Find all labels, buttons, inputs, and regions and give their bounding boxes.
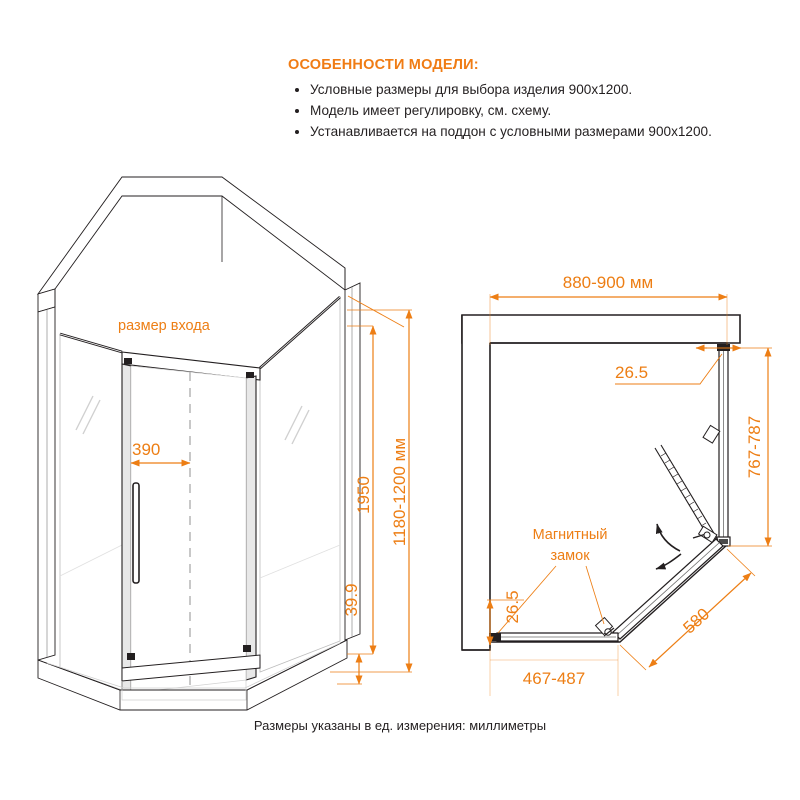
- plan-bottom-panel: [489, 632, 619, 642]
- dim-880-900-text: 880-900 мм: [563, 273, 654, 292]
- feature-item: Условные размеры для выбора изделия 900x…: [288, 80, 788, 100]
- dim-26-5-bottom-text: 26.5: [503, 590, 522, 623]
- left-glass-panel: [59, 332, 123, 691]
- magnetic-lock-fitting: [594, 616, 615, 637]
- dim-total-height: 1180-1200 мм: [330, 309, 413, 673]
- right-top-view: 880-900 мм 26.5 767-787: [461, 273, 772, 696]
- magnetic-lock-label: Магнитный замок: [497, 527, 608, 634]
- plan-swing-door: [654, 424, 721, 544]
- front-door-panel: [121, 351, 261, 694]
- dim-767-787: 767-787: [728, 347, 772, 547]
- right-wall-panel: [344, 282, 361, 641]
- magnetic-lock-label-line1: Магнитный: [533, 527, 608, 543]
- units-note: Размеры указаны в ед. измерения: миллиме…: [253, 718, 547, 733]
- dim-26-5-top: 26.5: [615, 344, 742, 385]
- magnetic-lock-label-line2: замок: [550, 548, 590, 564]
- dim-390: 390: [130, 440, 191, 467]
- dim-39-9-text: 39.9: [342, 583, 361, 616]
- feature-item: Модель имеет регулировку, см. схему.: [288, 101, 788, 121]
- feature-item: Устанавливается на поддон с условными ра…: [288, 122, 788, 142]
- leader-line-height: [347, 295, 405, 328]
- top-cap: [36, 176, 346, 313]
- dim-1950: 1950: [347, 325, 377, 655]
- door-handle-icon: [132, 482, 140, 584]
- roller-bottom: [127, 653, 135, 660]
- roller-bottom-right: [243, 645, 251, 652]
- plan-bottom-fitting: [489, 633, 501, 641]
- dim-39-9: 39.9: [337, 583, 363, 685]
- dim-467-487-text: 467-487: [523, 669, 585, 688]
- dim-26-5-top-text: 26.5: [615, 363, 648, 382]
- wall-bracket: [461, 314, 741, 651]
- roller-top: [124, 358, 132, 364]
- roller-top-right: [246, 372, 254, 378]
- plan-right-panel: [716, 344, 731, 547]
- entrance-size-label: размер входа: [118, 318, 211, 334]
- shower-tray: [37, 639, 348, 711]
- dim-467-487: 467-487: [489, 645, 619, 696]
- model-features-block: ОСОБЕННОСТИ МОДЕЛИ: Условные размеры для…: [288, 57, 788, 143]
- dim-390-text: 390: [132, 440, 160, 459]
- left-3d-enclosure: размер входа 390 1950 39.9: [36, 176, 413, 711]
- door-swing-arrow-icon: [655, 523, 682, 570]
- dim-total-height-text: 1180-1200 мм: [390, 438, 409, 546]
- features-title: ОСОБЕННОСТИ МОДЕЛИ:: [288, 57, 479, 73]
- enclosure-plan-outline: [490, 342, 728, 643]
- features-list: Условные размеры для выбора изделия 900x…: [288, 80, 788, 142]
- magnetic-latch-fitting: [692, 525, 718, 544]
- left-wall-profile: [37, 306, 56, 661]
- dim-26-5-bottom: 26.5: [486, 590, 524, 646]
- dim-767-787-text: 767-787: [745, 416, 764, 478]
- right-glass-panel: [259, 296, 341, 673]
- dim-880-900: 880-900 мм: [489, 273, 728, 345]
- dim-1950-text: 1950: [354, 476, 373, 514]
- dim-580-text: 580: [679, 604, 713, 637]
